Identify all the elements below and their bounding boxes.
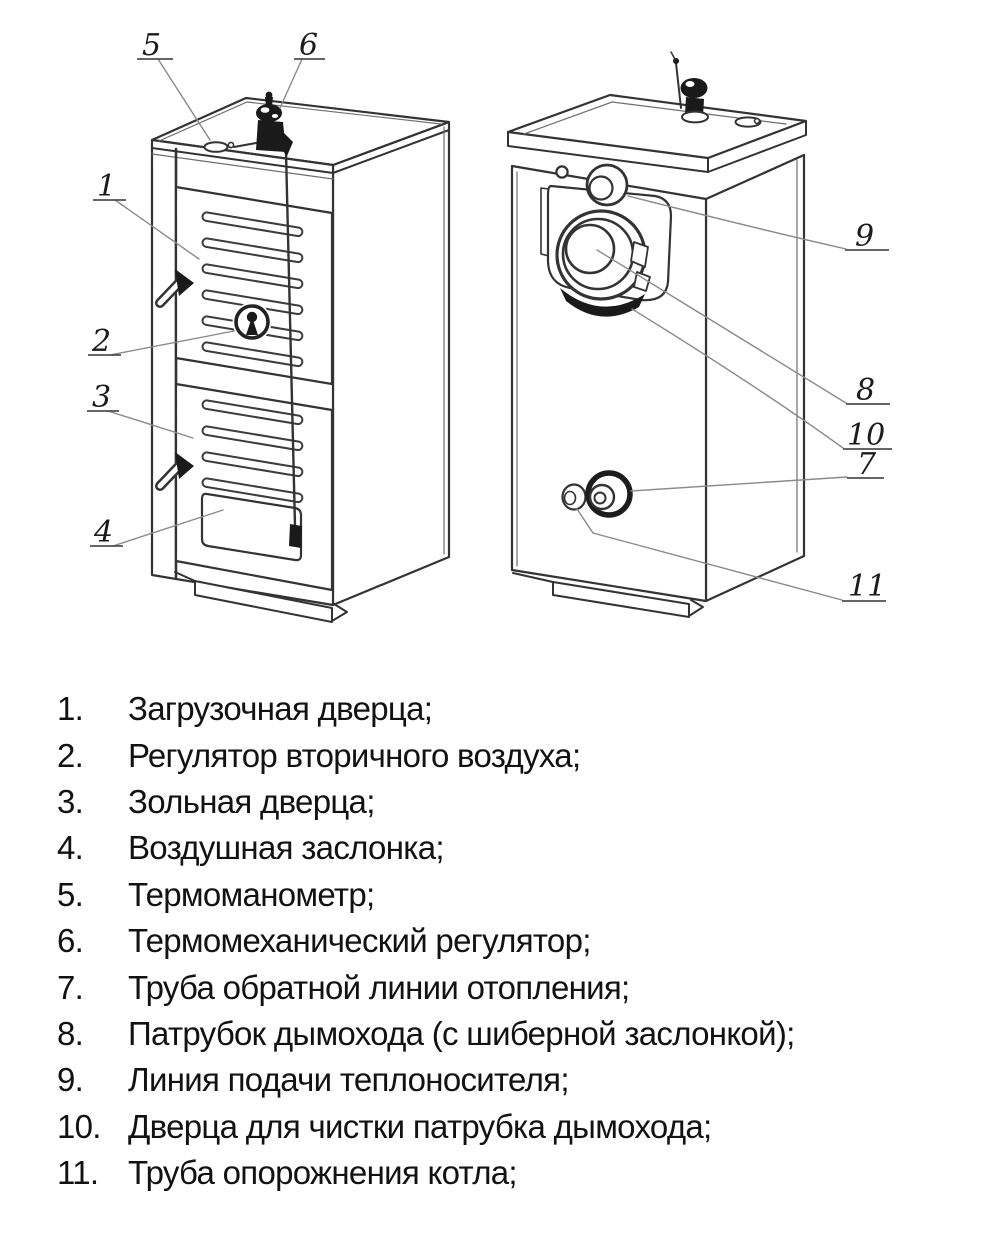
legend-item-label: Дверца для чистки патрубка дымохода; (128, 1107, 712, 1145)
legend-item: 7. Труба обратной линии отопления; (57, 964, 795, 1010)
legend-item-label: Термоманометр; (128, 875, 375, 913)
legend-item-label: Труба обратной линии отопления; (128, 968, 630, 1006)
chain-weight (289, 524, 302, 548)
legend-item: 2. Регулятор вторичного воздуха; (57, 732, 795, 778)
plinth (194, 580, 333, 623)
legend-item: 4. Воздушная заслонка; (57, 825, 795, 871)
louver-slot (201, 237, 304, 264)
side-panel (331, 120, 451, 607)
regulator-chain (284, 150, 297, 528)
cover-lip-2 (151, 153, 334, 180)
callout-8: 8 (856, 373, 875, 408)
thermowell (227, 141, 235, 149)
legend-item-label: Загрузочная дверца; (128, 690, 433, 728)
callout-9: 9 (855, 219, 874, 254)
legend-item-label: Зольная дверца; (128, 782, 375, 820)
legend-item-number: 10. (57, 1107, 101, 1145)
legend-item: 8. Патрубок дымохода (с шиберной заслонк… (57, 1011, 795, 1057)
legend-item-number: 9. (57, 1061, 84, 1099)
legend-item-number: 5. (57, 875, 84, 913)
plinth (552, 581, 690, 618)
cover-lip (507, 131, 709, 173)
cover-seam (523, 101, 787, 135)
legend-item: 6. Термомеханический регулятор; (57, 918, 795, 964)
secondary-air-regulator-knob (232, 302, 272, 342)
return-pipe-bore (593, 491, 607, 505)
plinth-edge (174, 571, 196, 582)
drain-pipe-bore (563, 490, 577, 506)
supply-pipe-bore (588, 175, 614, 201)
callout-leaders (107, 58, 848, 601)
legend-item-number: 7. (57, 968, 84, 1006)
legend-item-number: 3. (57, 782, 84, 820)
legend-item-label: Линия подачи теплоносителя; (128, 1061, 570, 1099)
cover-lip (151, 129, 450, 174)
upper-hole (555, 165, 569, 179)
louver-slot (201, 263, 304, 290)
callout-10: 10 (847, 418, 885, 453)
legend-item-number: 2. (57, 736, 84, 774)
callout-6: 6 (299, 28, 318, 63)
legend-item: 5. Термоманометр; (57, 872, 795, 918)
plinth-tip (688, 599, 704, 617)
legend: 1. Загрузочная дверца; 2. Регулятор втор… (57, 686, 795, 1196)
cover-lip-side (707, 120, 807, 173)
callout-underlines (87, 58, 892, 602)
louver-slot (201, 425, 304, 452)
legend-item-number: 1. (57, 690, 84, 728)
legend-item: 11. Труба опорожнения котла; (57, 1150, 795, 1196)
top-valve (680, 78, 709, 124)
legend-item-label: Воздушная заслонка; (128, 829, 445, 867)
louver-slot (201, 341, 304, 368)
top-cover (506, 93, 808, 160)
callout-11: 11 (848, 569, 886, 604)
loading-door-handle (155, 269, 194, 308)
legend-item-number: 8. (57, 1014, 84, 1052)
legend-item-number: 11. (57, 1154, 99, 1192)
legend-item: 9. Линия подачи теплоносителя; (57, 1057, 795, 1103)
legend-item-number: 6. (57, 922, 84, 960)
thermo-regulator (233, 91, 293, 156)
callout-2: 2 (91, 324, 111, 359)
legend-item-label: Регулятор вторичного воздуха; (128, 736, 581, 774)
louver-slot (201, 451, 304, 478)
callout-3: 3 (92, 380, 111, 415)
legend-item-number: 4. (57, 829, 84, 867)
boiler-diagram: 5 6 1 2 3 4 9 8 10 7 11 (87, 28, 892, 623)
plinth-tip (331, 603, 348, 622)
legend-item-label: Патрубок дымохода (с шиберной заслонкой)… (128, 1014, 795, 1052)
louver-slot (201, 211, 304, 238)
air-damper (200, 492, 303, 562)
top-seam (158, 101, 442, 142)
louver-slot (201, 399, 304, 426)
legend-item: 1. Загрузочная дверца; (57, 686, 795, 732)
callout-4: 4 (93, 515, 113, 550)
lever-rod (675, 62, 682, 109)
callout-numbers: 5 6 1 2 3 4 9 8 10 7 11 (91, 28, 886, 604)
plinth-edge (512, 572, 554, 583)
callout-1: 1 (97, 169, 116, 204)
legend-item-label: Термомеханический регулятор; (128, 922, 591, 960)
callout-7: 7 (857, 447, 877, 482)
louver-slot (201, 477, 304, 504)
legend-item-label: Труба опорожнения котла; (128, 1154, 518, 1192)
boiler-rear-view (506, 51, 808, 618)
legend-item: 10. Дверца для чистки патрубка дымохода; (57, 1104, 795, 1150)
thermomanometer (203, 141, 229, 153)
boiler-front-view (150, 91, 451, 623)
ash-door-handle (155, 452, 194, 491)
chimney-outlet (555, 209, 651, 317)
top-port-plug (753, 117, 761, 125)
side-panel (704, 153, 806, 603)
legend-item: 3. Зольная дверца; (57, 779, 795, 825)
rod-ball (673, 58, 679, 64)
callout-5: 5 (142, 28, 161, 63)
